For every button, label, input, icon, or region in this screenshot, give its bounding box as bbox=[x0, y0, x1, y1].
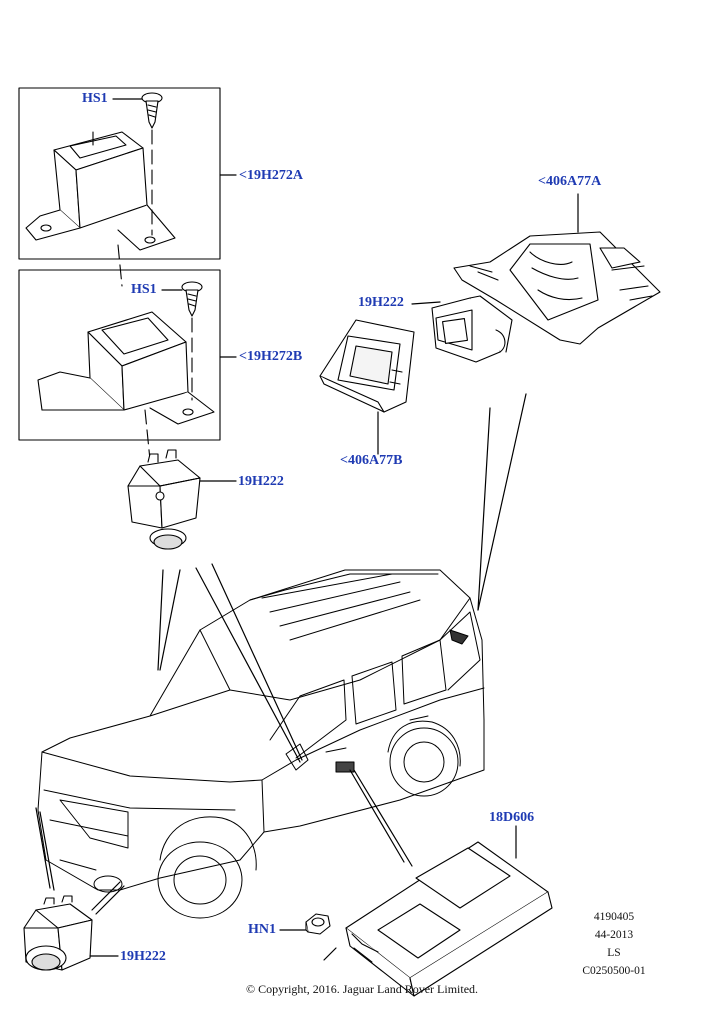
camera-19h222-rear[interactable] bbox=[431, 295, 513, 363]
vehicle-body bbox=[37, 569, 485, 919]
callout-19h272b[interactable]: <19H272B bbox=[239, 349, 303, 364]
screw-hs1-mid[interactable] bbox=[181, 281, 203, 317]
callout-19h222-side[interactable]: 19H222 bbox=[238, 474, 284, 489]
copyright-notice: © Copyright, 2016. Jaguar Land Rover Lim… bbox=[245, 982, 479, 996]
module-18d606[interactable] bbox=[345, 841, 553, 997]
camera-19h222-side[interactable] bbox=[127, 449, 201, 550]
callout-19h272a[interactable]: <19H272A bbox=[239, 168, 303, 183]
reference-line-1: 4190405 bbox=[593, 911, 635, 923]
callout-hs1-top[interactable]: HS1 bbox=[82, 91, 108, 106]
nut-hn1[interactable] bbox=[305, 913, 331, 935]
callout-hn1[interactable]: HN1 bbox=[248, 922, 276, 937]
reference-block: 4190405 44-2013 LS C0250500-01 bbox=[572, 908, 656, 980]
bracket-19h272a[interactable] bbox=[25, 131, 176, 251]
callout-hs1-mid[interactable]: HS1 bbox=[131, 282, 157, 297]
callout-406a77a[interactable]: <406A77A bbox=[538, 174, 602, 189]
reference-line-2: 44-2013 bbox=[594, 929, 634, 941]
callout-406a77b[interactable]: <406A77B bbox=[340, 453, 403, 468]
bracket-406a77b[interactable] bbox=[319, 319, 415, 413]
bracket-406a77a[interactable] bbox=[453, 231, 661, 345]
reference-line-4: C0250500-01 bbox=[582, 965, 646, 977]
reference-line-3: LS bbox=[607, 947, 621, 959]
leader-lines bbox=[35, 98, 579, 961]
inset-box-bracket-b bbox=[18, 269, 221, 441]
camera-19h222-front[interactable] bbox=[23, 895, 93, 971]
callout-19h222-front[interactable]: 19H222 bbox=[120, 949, 166, 964]
callout-18d606[interactable]: 18D606 bbox=[489, 810, 535, 825]
callout-19h222-rear[interactable]: 19H222 bbox=[358, 295, 404, 310]
bracket-19h272b[interactable] bbox=[37, 311, 215, 425]
screw-hs1-top[interactable] bbox=[141, 92, 163, 129]
